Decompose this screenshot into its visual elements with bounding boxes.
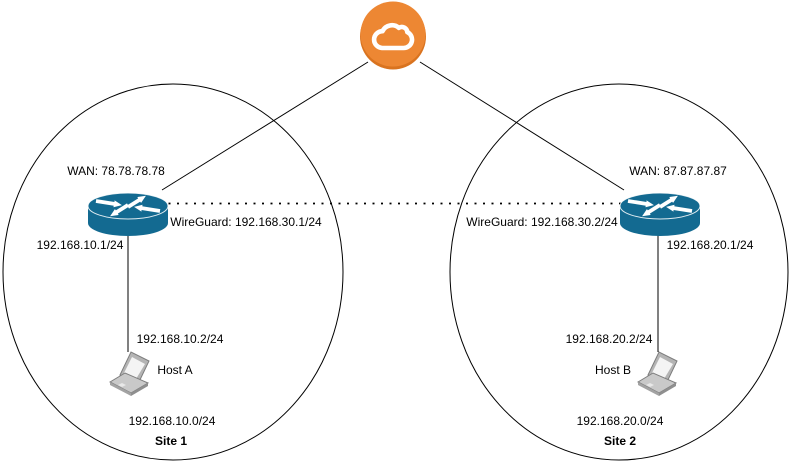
site1-subnet-label: 192.168.10.0/24 bbox=[128, 414, 216, 428]
router-icon bbox=[87, 192, 169, 236]
site2-host-name-label: Host B bbox=[594, 363, 632, 377]
cloud-icon bbox=[360, 1, 426, 70]
site1-host-name-label: Host A bbox=[157, 363, 193, 377]
site2-host-ip-label: 192.168.20.2/24 bbox=[565, 332, 653, 346]
site2-router-wan-label: WAN: 87.87.87.87 bbox=[629, 164, 727, 178]
site-1-boundary-ellipse bbox=[2, 83, 344, 461]
site1-host-ip-label: 192.168.10.2/24 bbox=[136, 332, 224, 346]
site1-name-label: Site 1 bbox=[154, 434, 188, 448]
site1-router-wan-label: WAN: 78.78.78.78 bbox=[67, 164, 165, 178]
router-icon bbox=[619, 192, 701, 236]
site1-router-lan-ip-label: 192.168.10.1/24 bbox=[36, 238, 124, 252]
wan-link-site1 bbox=[161, 61, 369, 191]
site2-router-lan-ip-label: 192.168.20.1/24 bbox=[666, 238, 754, 252]
site2-subnet-label: 192.168.20.0/24 bbox=[576, 414, 664, 428]
site2-wireguard-label: WireGuard: 192.168.30.2/24 bbox=[466, 215, 618, 229]
site1-wireguard-label: WireGuard: 192.168.30.1/24 bbox=[170, 215, 322, 229]
site2-name-label: Site 2 bbox=[603, 434, 637, 448]
laptop-icon bbox=[108, 351, 150, 396]
wan-link-site2 bbox=[419, 61, 625, 191]
site-2-boundary-ellipse bbox=[449, 83, 789, 461]
laptop-icon bbox=[636, 351, 678, 396]
